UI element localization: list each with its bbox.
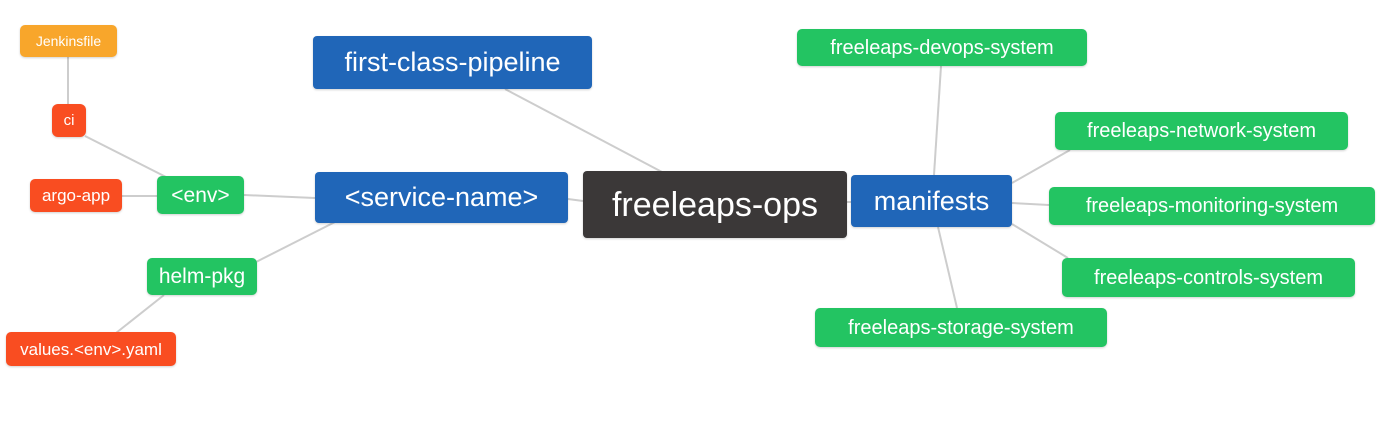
edge-manifests-devops xyxy=(933,65,942,176)
node-values-env-yaml[interactable]: values.<env>.yaml xyxy=(6,332,176,366)
node-devops-system[interactable]: freeleaps-devops-system xyxy=(797,29,1087,66)
node-argo-app[interactable]: argo-app xyxy=(30,179,122,212)
node-jenkinsfile[interactable]: Jenkinsfile xyxy=(20,25,117,57)
edge-values-helm-pkg xyxy=(115,294,165,334)
node-freeleaps-ops-root[interactable]: freeleaps-ops xyxy=(583,171,847,238)
node-network-system[interactable]: freeleaps-network-system xyxy=(1055,112,1348,150)
node-controls-system[interactable]: freeleaps-controls-system xyxy=(1062,258,1355,297)
edge-manifests-network xyxy=(1011,149,1071,184)
edge-manifests-monitoring xyxy=(1011,202,1050,206)
node-env[interactable]: <env> xyxy=(157,176,244,214)
edge-helm-pkg-service-name xyxy=(255,221,336,263)
edge-manifests-storage xyxy=(937,226,958,309)
node-helm-pkg[interactable]: helm-pkg xyxy=(147,258,257,295)
edge-env-service-name xyxy=(243,194,316,199)
node-monitoring-system[interactable]: freeleaps-monitoring-system xyxy=(1049,187,1375,225)
edge-ci-env xyxy=(84,135,167,178)
edge-pipeline-ops xyxy=(504,88,663,173)
node-service-name[interactable]: <service-name> xyxy=(315,172,568,223)
node-first-class-pipeline[interactable]: first-class-pipeline xyxy=(313,36,592,89)
node-storage-system[interactable]: freeleaps-storage-system xyxy=(815,308,1107,347)
node-manifests[interactable]: manifests xyxy=(851,175,1012,227)
edge-service-name-ops xyxy=(567,198,584,202)
node-ci[interactable]: ci xyxy=(52,104,86,137)
edge-manifests-controls xyxy=(1011,223,1069,259)
